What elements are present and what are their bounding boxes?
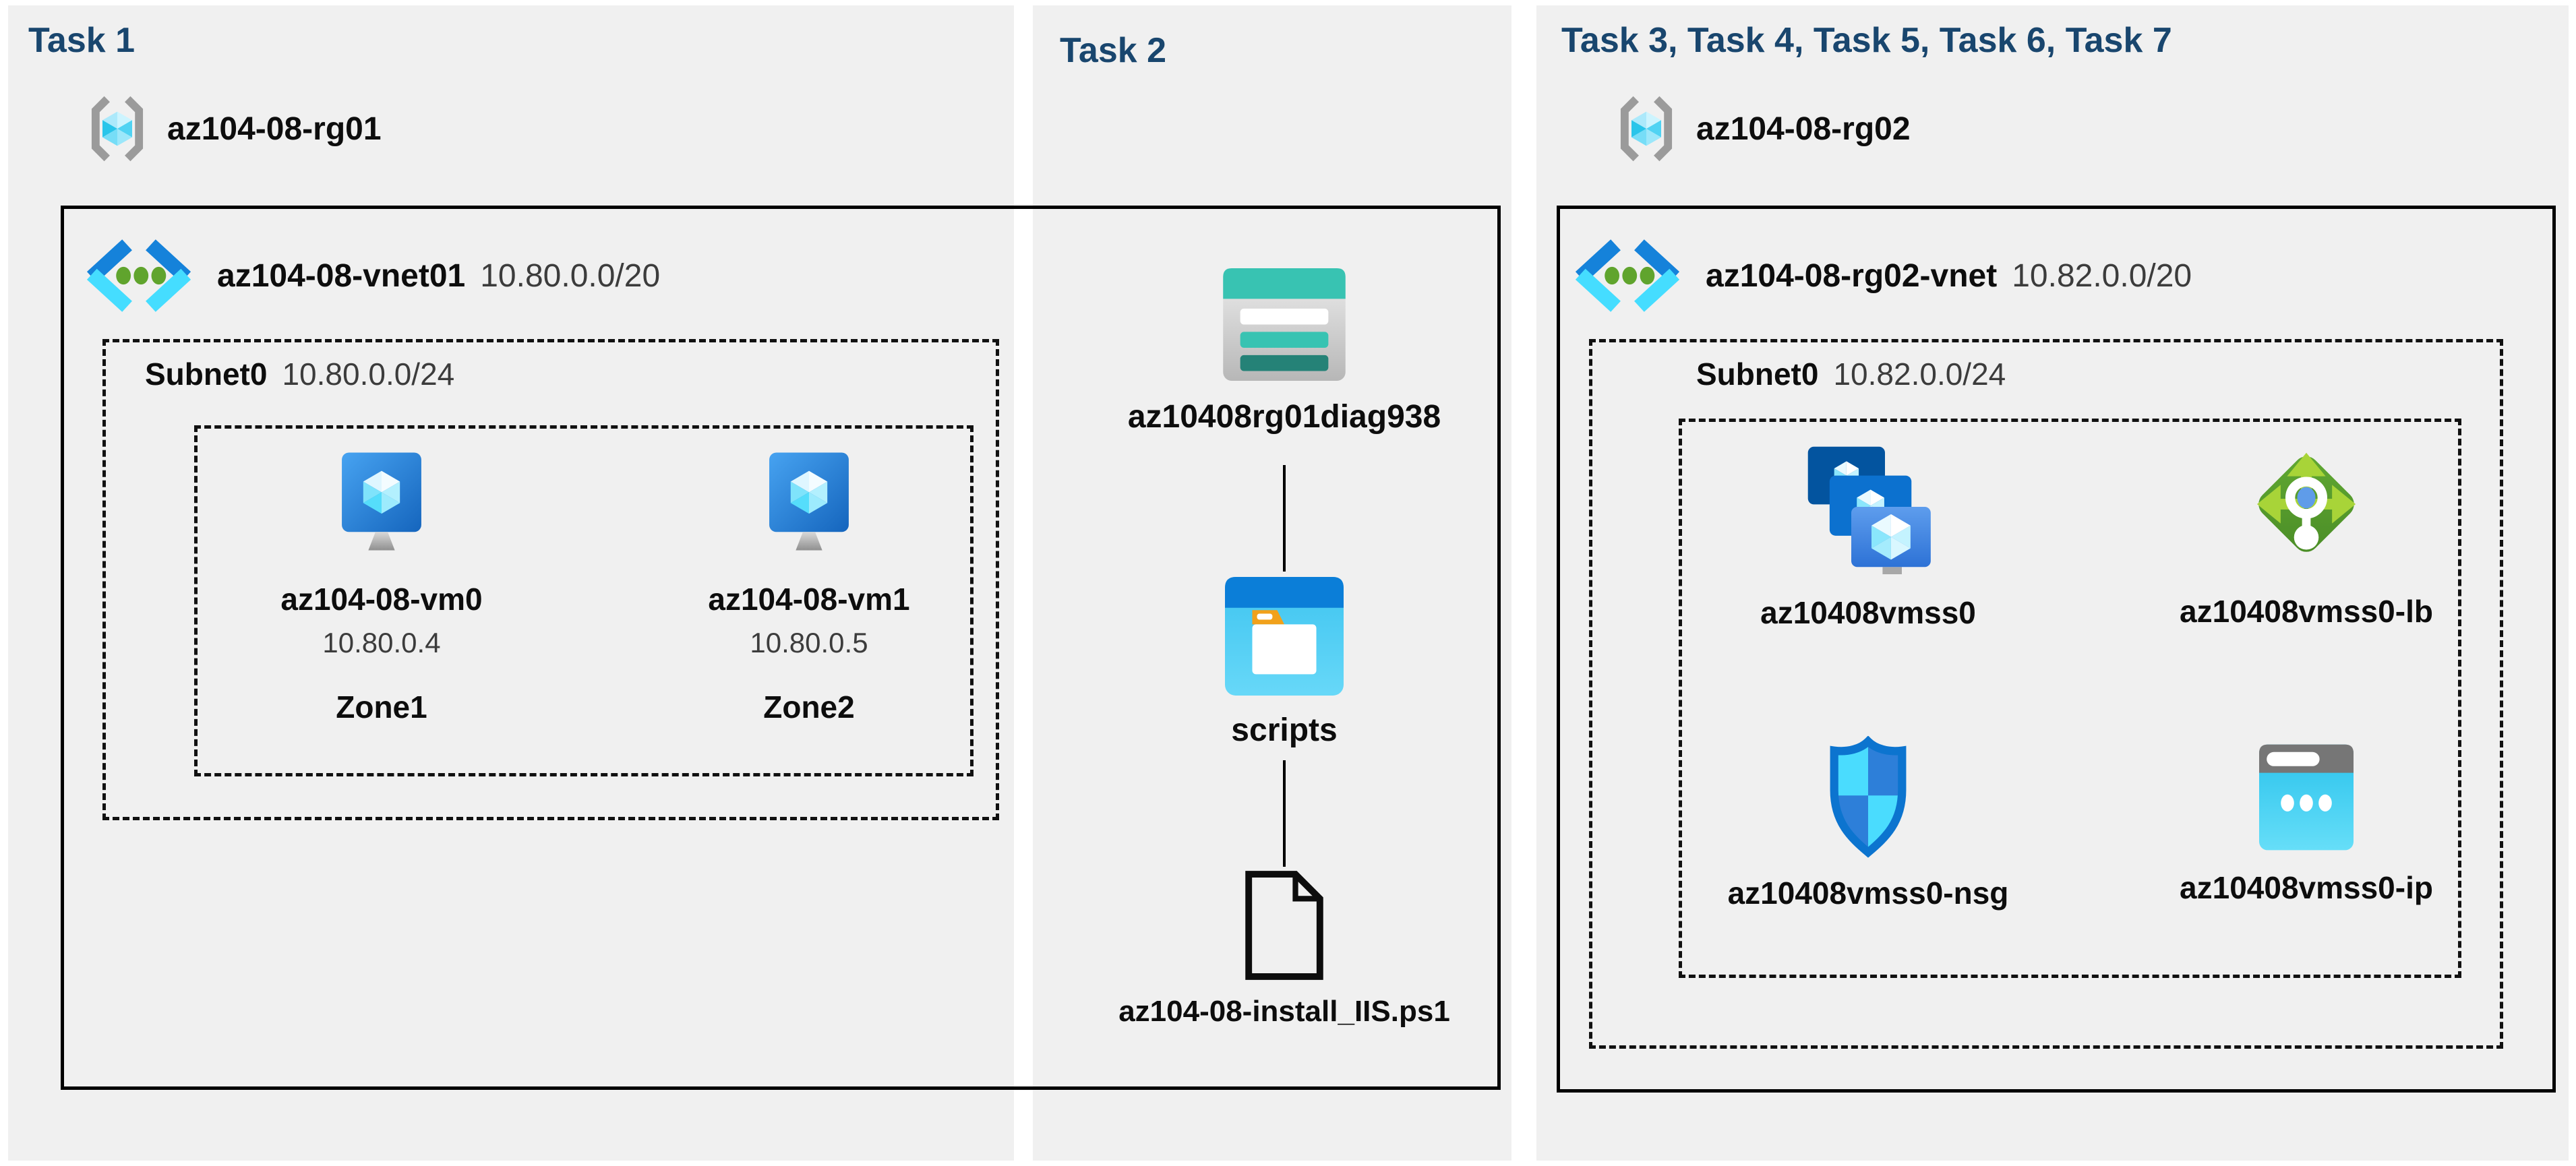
- public-ip-group: az10408vmss0-ip: [2161, 744, 2451, 906]
- virtual-machine-icon: [769, 452, 849, 551]
- vnet-name: az104-08-vnet01: [217, 257, 466, 294]
- script-file-group: az104-08-install_IIS.ps1: [1116, 869, 1453, 1029]
- vm-group-0: az104-08-vm0 10.80.0.4 Zone1: [280, 450, 483, 725]
- storage-account-group: az10408rg01diag938: [1116, 268, 1453, 435]
- zone-group-box-1: [194, 425, 974, 776]
- public-ip-icon: [2259, 744, 2354, 851]
- subnet-cidr: 10.82.0.0/24: [1833, 357, 2006, 392]
- subnet-box-1: [102, 339, 999, 820]
- resource-group-icon: [1620, 96, 1673, 162]
- blob-container-icon: [1225, 577, 1344, 696]
- nsg-label: az10408vmss0-nsg: [1727, 876, 2009, 911]
- vmss-label: az10408vmss0: [1760, 595, 1976, 630]
- subnet-label-1: Subnet0 10.80.0.0/24: [145, 356, 454, 392]
- vnet-label: az104-08-rg02-vnet 10.82.0.0/20: [1706, 257, 2192, 295]
- file-icon: [1245, 871, 1323, 980]
- vnet-cidr: 10.80.0.0/20: [480, 257, 661, 294]
- connector-container-file: [1283, 760, 1286, 867]
- vm-name: az104-08-vm1: [708, 582, 910, 617]
- vmss-group: az10408vmss0: [1723, 437, 2013, 631]
- connector-storage-container: [1283, 465, 1286, 572]
- vm-zone: Zone1: [336, 689, 427, 725]
- vm-name: az104-08-vm0: [280, 582, 483, 617]
- vnet-header-1: az104-08-vnet01 10.80.0.0/20: [80, 235, 660, 317]
- vnet-box-rg01: [61, 206, 1501, 1090]
- load-balancer-icon: [2256, 452, 2356, 552]
- virtual-network-icon: [1575, 239, 1680, 312]
- vm-group-1: az104-08-vm1 10.80.0.5 Zone2: [708, 450, 910, 725]
- script-file-label: az104-08-install_IIS.ps1: [1118, 995, 1450, 1028]
- storage-account-label: az10408rg01diag938: [1127, 399, 1441, 435]
- resource-group-rg02: az104-08-rg02: [1617, 86, 1911, 171]
- resource-group-box-2: [1679, 419, 2461, 978]
- subnet-box-2: [1589, 339, 2503, 1049]
- subnet-name: Subnet0: [1696, 357, 1819, 392]
- blob-container-label: scripts: [1231, 712, 1338, 748]
- resource-group-label: az104-08-rg02: [1696, 111, 1911, 147]
- heading-task1: Task 1: [28, 21, 136, 60]
- heading-task3: Task 3, Task 4, Task 5, Task 6, Task 7: [1561, 21, 2172, 60]
- resource-group-label: az104-08-rg01: [167, 111, 382, 147]
- vnet-cidr: 10.82.0.0/20: [2012, 257, 2192, 294]
- panel-task1: [8, 5, 1014, 1161]
- subnet-cidr: 10.80.0.0/24: [282, 357, 455, 392]
- load-balancer-label: az10408vmss0-lb: [2180, 594, 2433, 629]
- public-ip-label: az10408vmss0-ip: [2180, 870, 2433, 905]
- vm-ip: 10.80.0.4: [322, 627, 441, 658]
- virtual-network-icon: [86, 239, 191, 312]
- vm-scale-set-icon: [1807, 446, 1931, 574]
- heading-task2: Task 2: [1060, 31, 1167, 70]
- virtual-machine-icon: [342, 452, 421, 551]
- panel-task3: [1536, 5, 2569, 1161]
- nsg-group: az10408vmss0-nsg: [1723, 736, 2013, 911]
- vnet-header-2: az104-08-rg02-vnet 10.82.0.0/20: [1568, 235, 2192, 317]
- blob-container-group: scripts: [1116, 577, 1453, 749]
- vnet-label: az104-08-vnet01 10.80.0.0/20: [217, 257, 660, 295]
- storage-account-icon: [1223, 268, 1346, 381]
- subnet-name: Subnet0: [145, 357, 268, 392]
- resource-group-icon: [91, 96, 144, 162]
- vm-zone: Zone2: [763, 689, 855, 725]
- vm-ip: 10.80.0.5: [750, 627, 868, 658]
- network-security-group-icon: [1830, 736, 1907, 858]
- load-balancer-group: az10408vmss0-lb: [2161, 433, 2451, 630]
- subnet-label-2: Subnet0 10.82.0.0/24: [1696, 356, 2006, 392]
- vnet-name: az104-08-rg02-vnet: [1706, 257, 1998, 294]
- resource-group-rg01: az104-08-rg01: [88, 86, 382, 171]
- vnet-box-rg02: [1557, 206, 2556, 1093]
